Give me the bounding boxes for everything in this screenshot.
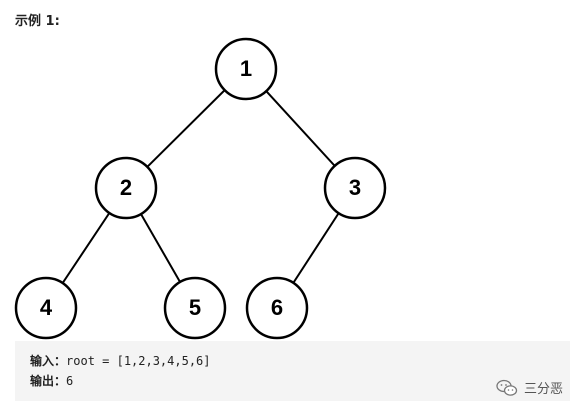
output-line: 输出：6 xyxy=(30,372,73,389)
input-label: 输入： xyxy=(30,354,67,368)
tree-node-3: 3 xyxy=(323,156,387,220)
output-value: 6 xyxy=(66,374,74,388)
tree-node-4: 4 xyxy=(14,276,78,340)
watermark: 三分恶 xyxy=(496,378,563,397)
binary-tree-diagram: 1 2 3 4 5 6 xyxy=(14,37,387,340)
node-circle xyxy=(94,156,158,220)
node-label: 4 xyxy=(40,295,53,320)
node-circle xyxy=(323,156,387,220)
node-circle xyxy=(245,276,309,340)
tree-node-1: 1 xyxy=(214,37,278,101)
example-code-block: 输入：root = [1,2,3,4,5,6] 输出：6 xyxy=(15,341,570,401)
node-circle xyxy=(163,276,227,340)
node-label: 5 xyxy=(189,295,201,320)
output-label: 输出： xyxy=(30,374,67,388)
tree-node-5: 5 xyxy=(163,276,227,340)
node-label: 1 xyxy=(240,56,252,81)
input-line: 输入：root = [1,2,3,4,5,6] xyxy=(30,352,211,369)
watermark-text: 三分恶 xyxy=(523,382,563,397)
tree-node-2: 2 xyxy=(94,156,158,220)
node-label: 3 xyxy=(349,175,361,200)
tree-node-6: 6 xyxy=(245,276,309,340)
node-label: 6 xyxy=(271,295,283,320)
tree-edges xyxy=(45,68,356,309)
node-circle xyxy=(214,37,278,101)
node-label: 2 xyxy=(120,175,132,200)
wechat-icon xyxy=(496,379,518,396)
input-value: root = [1,2,3,4,5,6] xyxy=(66,354,211,368)
node-circle xyxy=(14,276,78,340)
example-heading: 示例 1: xyxy=(15,14,60,29)
